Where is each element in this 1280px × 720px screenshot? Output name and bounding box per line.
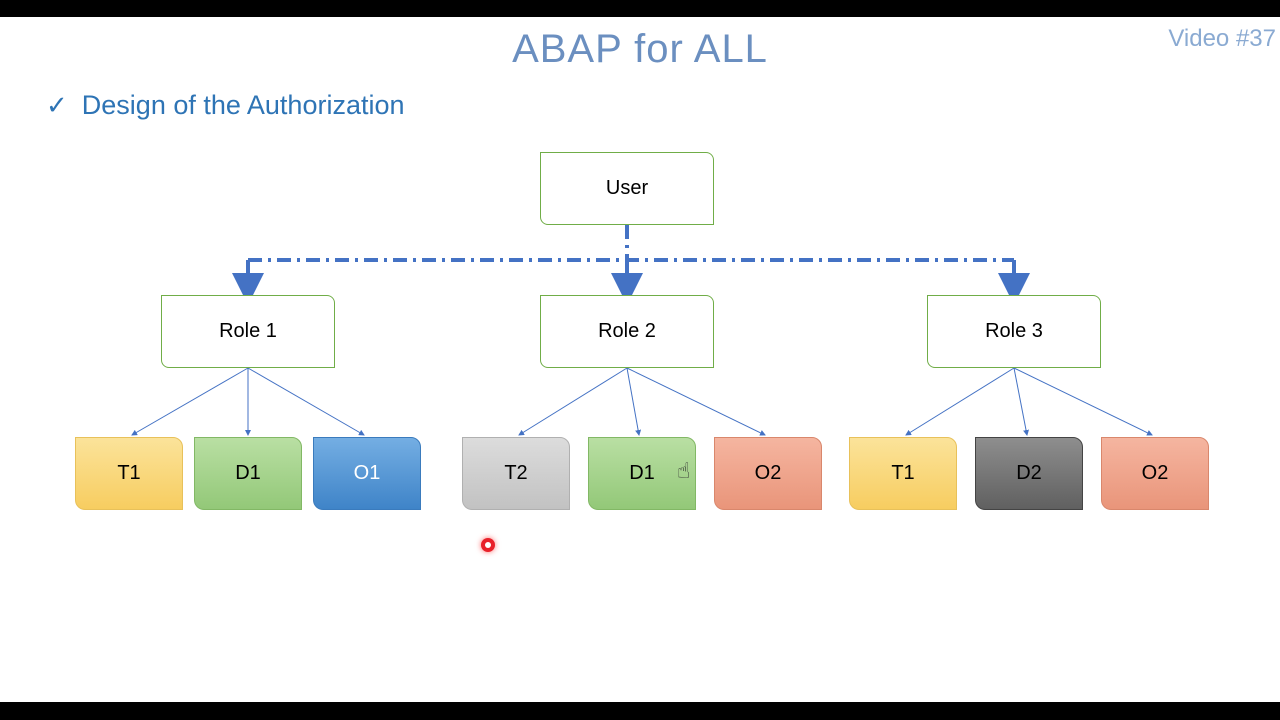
link-role3-obj1 — [905, 367, 1015, 436]
video-number: Video #37 — [1168, 25, 1276, 52]
role-node-3[interactable]: Role 3 — [927, 295, 1101, 368]
slide: ABAP for ALL Video #37 ✓ Design of the A… — [0, 17, 1280, 702]
link-role1-obj1 — [131, 367, 249, 436]
role-label: Role 2 — [598, 320, 656, 342]
slide-title: ABAP for ALL — [512, 27, 768, 71]
connector-lines — [131, 225, 1153, 436]
object-label: O2 — [754, 462, 782, 484]
checkmark-icon: ✓ — [46, 90, 68, 120]
auth-object-d2[interactable]: D2 — [975, 437, 1083, 510]
role-label: Role 3 — [985, 320, 1043, 342]
object-label: T2 — [504, 462, 528, 484]
object-label: T1 — [891, 462, 915, 484]
role-node-2[interactable]: Role 2 — [540, 295, 714, 368]
link-role3-obj2 — [1013, 367, 1029, 436]
object-label: O1 — [353, 462, 381, 484]
link-role2-obj2 — [626, 367, 642, 436]
auth-object-o2[interactable]: O2 — [1101, 437, 1209, 510]
auth-object-o1[interactable]: O1 — [313, 437, 421, 510]
bullet-heading: ✓ Design of the Authorization — [46, 90, 405, 121]
user-label: User — [605, 177, 649, 199]
auth-object-t1[interactable]: T1 — [849, 437, 957, 510]
auth-object-d1[interactable]: D1 — [588, 437, 696, 510]
object-label: D2 — [1016, 462, 1042, 484]
object-label: T1 — [117, 462, 141, 484]
link-role2-obj1 — [518, 367, 628, 436]
object-label: D1 — [629, 462, 655, 484]
role-node-1[interactable]: Role 1 — [161, 295, 335, 368]
role-label: Role 1 — [219, 320, 277, 342]
object-label: D1 — [235, 462, 261, 484]
auth-object-d1[interactable]: D1 — [194, 437, 302, 510]
laser-pointer-icon — [481, 538, 495, 552]
link-role2-obj3 — [626, 367, 766, 436]
auth-object-t2[interactable]: T2 — [462, 437, 570, 510]
auth-object-o2[interactable]: O2 — [714, 437, 822, 510]
object-label: O2 — [1141, 462, 1169, 484]
bullet-text: Design of the Authorization — [81, 90, 405, 120]
link-role1-obj3 — [247, 367, 365, 436]
link-role3-obj3 — [1013, 367, 1153, 436]
user-node[interactable]: User — [540, 152, 714, 225]
auth-object-t1[interactable]: T1 — [75, 437, 183, 510]
hand-cursor-icon: ☝ — [677, 458, 691, 483]
